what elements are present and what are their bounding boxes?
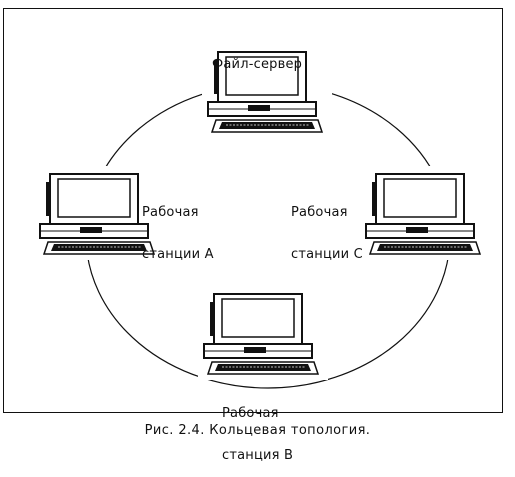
workstation-c-computer — [360, 166, 490, 260]
file-server-computer — [202, 40, 332, 138]
workstation-a-computer — [34, 166, 164, 260]
file-server-label: Файл-сервер — [212, 57, 303, 72]
figure-caption: Рис. 2.4. Кольцевая топология. — [144, 423, 371, 438]
workstation-a-label: Рабочая станции А — [142, 205, 214, 262]
figure-frame — [3, 8, 503, 413]
workstation-c-label: Рабочая станции С — [291, 205, 363, 262]
workstation-b-computer — [198, 286, 328, 380]
ring-topology-diagram — [34, 40, 490, 389]
